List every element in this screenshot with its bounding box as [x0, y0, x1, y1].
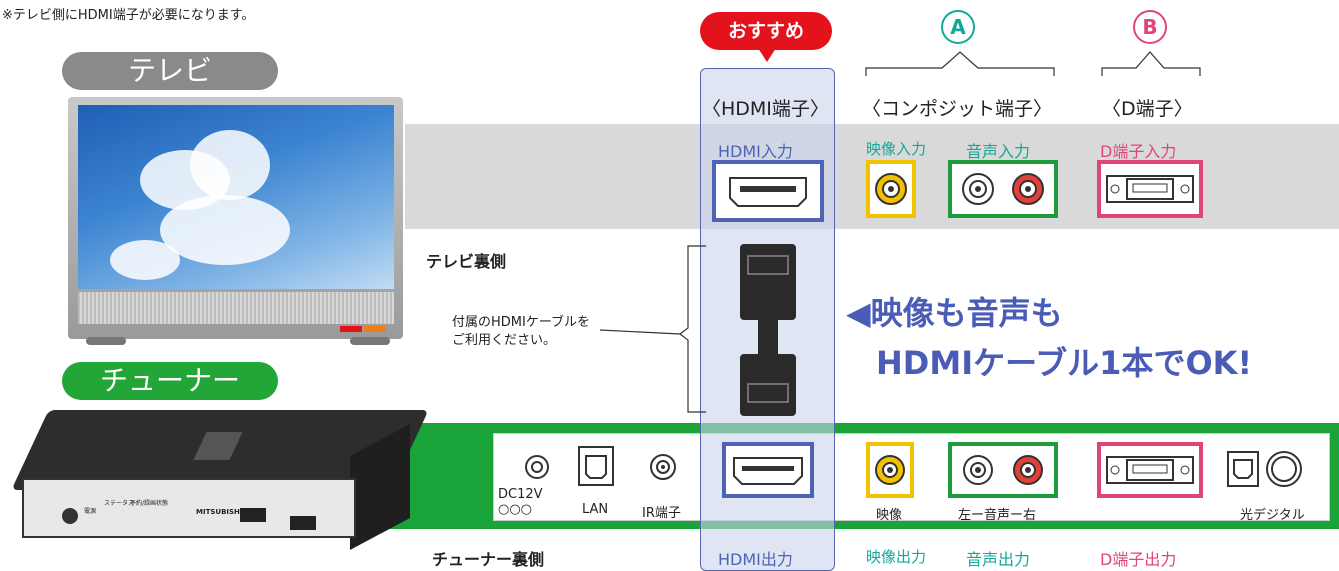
tuner-brand-logo: MITSUBISHI: [196, 508, 243, 516]
power-button-icon: [62, 508, 78, 524]
type-composite: 〈コンポジット端子〉: [862, 98, 1053, 120]
rca-audio-icons: [962, 173, 1044, 205]
tuner-d-port: [1097, 442, 1203, 498]
rca-yellow-icon: [875, 455, 905, 485]
tv-back-label: テレビ裏側: [426, 252, 507, 271]
type-hdmi: 〈HDMI端子〉: [702, 98, 829, 120]
tv-stand-right: [350, 337, 390, 345]
message-line: HDMIケーブル1本でOK!: [876, 344, 1253, 382]
tuner-audio-out-label: 音声出力: [966, 550, 1031, 569]
tuner-status-label: ステータス: [104, 500, 135, 507]
tv-d-in-label: D端子入力: [1100, 142, 1177, 161]
tv-video-port: [866, 160, 916, 218]
ir-label: IR端子: [642, 506, 681, 521]
dc-polarity: ○○○: [498, 502, 533, 517]
tuner-audio-label: 左ー音声ー右: [958, 508, 1037, 523]
lan-port-icon: [578, 446, 614, 486]
tuner-audio-port: [948, 442, 1058, 498]
requirement-note: ※テレビ側にHDMI端子が必要になります。: [2, 8, 255, 23]
tuner-hdmi-port: [722, 442, 814, 498]
tv-indicator-red: [340, 326, 362, 332]
d-connector-icon: [1106, 456, 1194, 484]
tuner-reserve-label: 予約/録画状態: [130, 500, 169, 507]
group-brackets: [865, 51, 1201, 76]
dc-label: DC12V: [498, 487, 543, 502]
tuner-label: チューナー: [62, 362, 278, 400]
optical-label: 光デジタル: [1240, 508, 1305, 523]
tuner-back-label: チューナー裏側: [432, 550, 545, 569]
cloud-shape: [190, 130, 270, 200]
tuner-hdmi-out-label: HDMI出力: [718, 550, 793, 569]
recommend-badge: おすすめ: [700, 12, 832, 50]
rca-yellow-icon: [875, 173, 907, 205]
group-a-marker: A: [941, 10, 975, 44]
tuner-video-label: 映像: [876, 508, 903, 523]
tv-video-in-label: 映像入力: [866, 140, 927, 158]
cable-callout-bracket: [600, 245, 706, 413]
d-connector-icon: [1106, 175, 1194, 203]
tuner-power-label: 電源: [84, 508, 97, 515]
dc-jack-icon: [525, 455, 549, 479]
bracket-a: [865, 51, 1055, 76]
tv-hdmi-in-label: HDMI入力: [718, 142, 793, 161]
hdmi-connector-icon: [733, 457, 803, 485]
tv-speaker-grille: [78, 292, 394, 324]
tv-audio-in-label: 音声入力: [966, 142, 1031, 161]
cable-note-line: 付属のHDMIケーブルを: [452, 315, 591, 330]
hdmi-message: ◀映像も音声も HDMIケーブル1本でOK!: [846, 288, 1252, 388]
tv-indicator-orange: [364, 326, 386, 332]
cable-note: 付属のHDMIケーブルを ご利用ください。: [452, 314, 590, 350]
tv-label: テレビ: [62, 52, 278, 90]
tv-audio-port: [948, 160, 1058, 218]
tuner-video-out-label: 映像出力: [866, 548, 927, 566]
tv-hdmi-port: [712, 160, 824, 222]
tuner-d-out-label: D端子出力: [1100, 550, 1177, 569]
cable-note-line: ご利用ください。: [452, 333, 557, 348]
hdmi-cable-illustration: [740, 244, 796, 416]
lan-label: LAN: [582, 502, 609, 517]
bracket-b: [1101, 51, 1201, 76]
recommend-badge-pointer: [758, 48, 776, 62]
hdmi-connector-icon: [729, 177, 807, 207]
ir-jack-icon: [650, 454, 676, 480]
usb-port-icon: [240, 508, 266, 522]
message-line: ◀映像も音声も: [846, 294, 1063, 332]
cloud-shape: [110, 240, 180, 280]
rca-audio-icons: [963, 455, 1043, 485]
usb-port-icon: [290, 516, 316, 530]
cloud-shape: [160, 195, 290, 265]
group-b-marker: B: [1133, 10, 1167, 44]
tv-d-port: [1097, 160, 1203, 218]
type-d: 〈D端子〉: [1102, 98, 1193, 120]
tv-stand-left: [86, 337, 126, 345]
tuner-video-port: [866, 442, 914, 498]
optical-port-icon: [1227, 451, 1302, 487]
